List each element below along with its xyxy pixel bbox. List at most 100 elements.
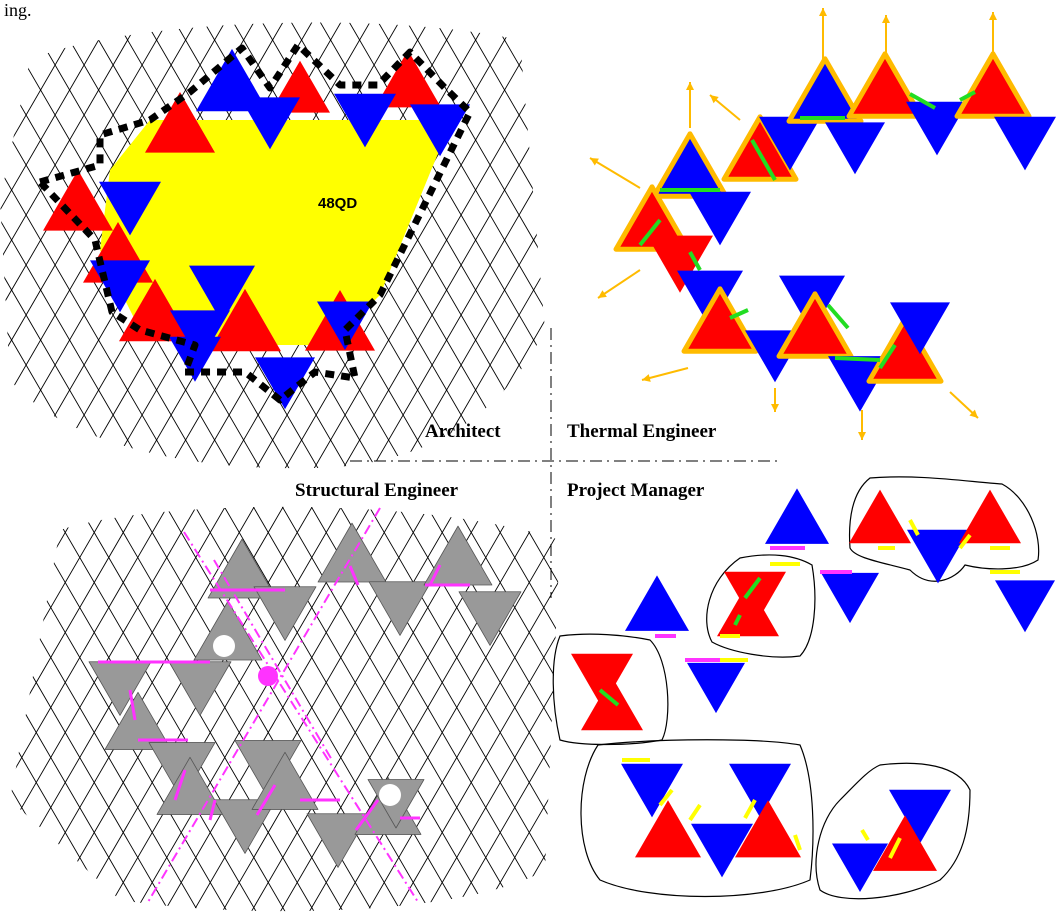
structural-joint-8 [173,769,187,801]
role-label-architect: Architect [425,421,501,442]
assembly-group-1 [848,476,1040,582]
support-marker-1 [213,635,235,657]
pm-joint-19 [743,799,757,819]
pm-joint-9 [743,576,762,600]
heat-arrow-4 [686,82,694,128]
dashed-boundary [36,41,474,404]
architect-triangle-7 [334,93,396,148]
thermal-triangle-3 [689,191,751,246]
pm-joint-4 [958,533,972,550]
thermal-triangle-1 [651,131,729,199]
thermal-triangle-13 [677,270,743,328]
structural-triangle-4 [368,581,432,636]
structural-triangle-3 [317,522,387,583]
heat-arrow-2 [882,15,890,55]
thermal-triangle-6 [759,116,821,171]
pm-triangle-4 [959,489,1021,544]
pm-triangle-17 [735,800,801,858]
thermal-triangle-12 [994,116,1056,171]
heat-arrow-5 [709,94,741,121]
symmetry-axis-1 [147,507,381,903]
pm-triangle-2 [849,489,911,544]
pm-triangle-18 [889,789,951,844]
architect-triangle-13 [170,310,230,363]
structural-joint-2 [348,565,360,586]
structural-joint-12 [354,799,380,831]
architect-triangle-10 [145,91,215,153]
pm-triangle-5 [821,572,879,624]
architect-triangle-6 [375,50,441,108]
structural-triangle-6 [458,591,522,646]
architect-triangle-9 [410,104,470,157]
thermal-triangle-2 [613,184,691,252]
pm-triangle-12 [687,662,745,714]
heat-arrow-9 [771,388,779,412]
structural-triangle-7 [193,600,263,661]
structural-joint-4 [428,564,442,586]
thermal-bond-5 [909,92,936,110]
thermal-triangle-17 [776,291,854,359]
structural-triangle-2 [253,586,317,641]
pm-joint-21 [888,837,902,859]
thermal-triangle-4 [647,235,713,293]
heat-arrow-6 [589,157,641,189]
heat-arrow-3 [989,12,997,55]
pm-triangle-1 [765,488,829,544]
center-of-mass-marker [258,666,278,686]
thermal-bond-6 [959,90,976,102]
pm-triangle-16 [729,763,791,818]
pm-joint-15 [598,688,620,707]
thermal-triangle-8 [846,51,924,119]
structural-panel [10,506,560,912]
pm-joint-18 [688,803,702,822]
thermal-triangle-7 [786,56,864,124]
thermal-bond-10 [878,343,897,370]
symmetry-axes [147,507,419,903]
pm-joint-10 [733,614,742,626]
heat-arrow-7 [597,269,641,299]
assembly-group-5 [815,762,971,900]
architect-triangle-17 [255,357,315,410]
architect-triangle-1 [43,169,113,231]
pm-triangle-6 [995,580,1055,633]
architect-triangle-15 [209,288,281,352]
assembly-group-4 [580,739,814,898]
thermal-bond-11 [688,251,702,271]
pm-joint-22 [860,828,870,842]
heat-flow-arrows [589,8,997,440]
heat-arrow-10 [858,410,866,440]
structural-triangle-8 [168,661,232,716]
structural-joint-6 [128,689,137,721]
pm-joint-3 [908,519,920,536]
role-label-project-manager: Project Manager [567,480,705,501]
project-manager-panel [552,476,1055,900]
thermal-triangle-14 [681,286,759,354]
quadrant-dividers [350,328,780,598]
architect-triangles [43,48,470,410]
heat-arrow-8 [641,367,689,382]
structural-joint-10 [255,784,277,816]
corner-caption: ing. [4,0,32,20]
structural-triangle-13 [156,756,224,815]
thermal-triangle-11 [954,51,1032,119]
pm-triangle-20 [832,843,888,893]
pm-triangle-3 [907,529,969,584]
thermal-triangle-19 [866,316,944,384]
heat-arrow-11 [949,391,979,419]
structural-triangle-1 [207,538,277,599]
assembly-group-2 [706,554,816,658]
pm-triangle-15 [691,823,753,878]
thermal-bond-2 [638,218,662,247]
pm-triangle-13 [621,763,683,818]
pm-joint-17 [658,788,674,807]
architect-triangle-2 [99,181,161,236]
structural-triangle-14 [213,799,277,854]
support-marker-2 [379,784,401,806]
architect-triangle-4 [196,48,268,112]
pm-joint-20 [793,834,802,851]
structural-triangle-16 [306,813,370,868]
area-label: 48QD [318,195,357,212]
architect-triangle-8 [240,97,300,150]
thermal-panel [589,8,1056,440]
